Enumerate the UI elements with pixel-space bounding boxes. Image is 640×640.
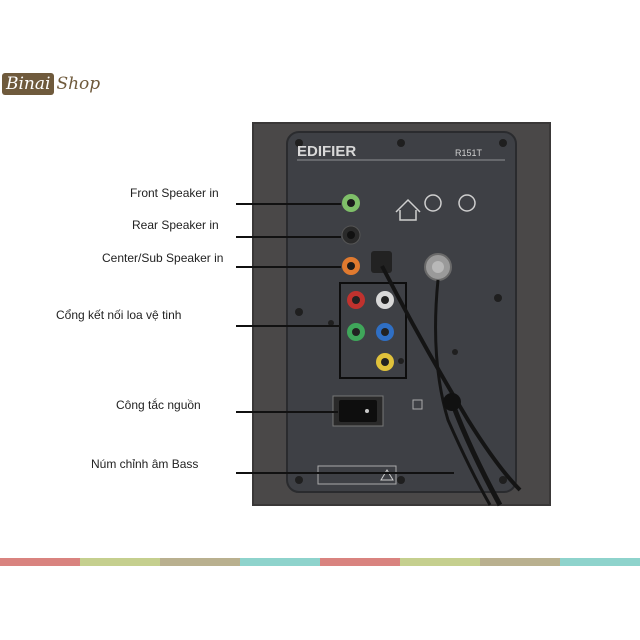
callout-center-line <box>236 266 341 268</box>
strip-segment <box>240 558 320 566</box>
callout-satellite-line <box>236 325 340 327</box>
jack-rear <box>341 225 361 245</box>
warning-icon <box>380 469 394 481</box>
callout-front-label: Front Speaker in <box>130 186 219 200</box>
rca-blue <box>376 323 394 341</box>
satellite-connector-box <box>339 282 407 379</box>
selector-socket <box>371 251 392 273</box>
callout-bass-line <box>236 472 454 474</box>
power-cable <box>449 401 503 507</box>
jack-center-sub <box>342 257 360 275</box>
jack-front <box>342 194 360 212</box>
callout-bass-label: Núm chỉnh âm Bass <box>91 457 199 471</box>
callout-rear-line <box>236 236 341 238</box>
strip-segment <box>400 558 480 566</box>
rca-green <box>347 323 365 341</box>
panel-screws <box>295 139 507 484</box>
callout-power-label: Công tắc nguồn <box>116 398 201 412</box>
panel-model-text: R151T <box>455 148 483 158</box>
shop-logo: Binai Shop <box>2 70 100 98</box>
strip-segment <box>160 558 240 566</box>
power-switch <box>339 400 377 422</box>
house-icon <box>395 198 421 221</box>
signal-cable <box>380 265 522 492</box>
strip-segment <box>320 558 400 566</box>
rca-yellow <box>376 353 394 371</box>
strip-segment <box>560 558 640 566</box>
callout-power-line <box>236 411 338 413</box>
rca-red <box>347 291 365 309</box>
callout-front-line <box>236 203 341 205</box>
logo-highlight: Binai <box>2 73 55 95</box>
strip-segment <box>480 558 560 566</box>
rca-white <box>376 291 394 309</box>
strip-segment <box>80 558 160 566</box>
ccc-mark-icon <box>424 194 442 212</box>
callout-satellite-label: Cổng kết nối loa vệ tinh <box>56 308 182 322</box>
callout-center-label: Center/Sub Speaker in <box>102 251 224 265</box>
panel-brand-text: EDIFIER <box>297 143 356 160</box>
callout-rear-label: Rear Speaker in <box>132 218 219 232</box>
eco-mark-icon <box>458 194 476 212</box>
decorative-color-strip <box>0 558 640 566</box>
warning-label <box>317 465 397 485</box>
strip-segment <box>0 558 80 566</box>
logo-text: Shop <box>56 74 101 94</box>
